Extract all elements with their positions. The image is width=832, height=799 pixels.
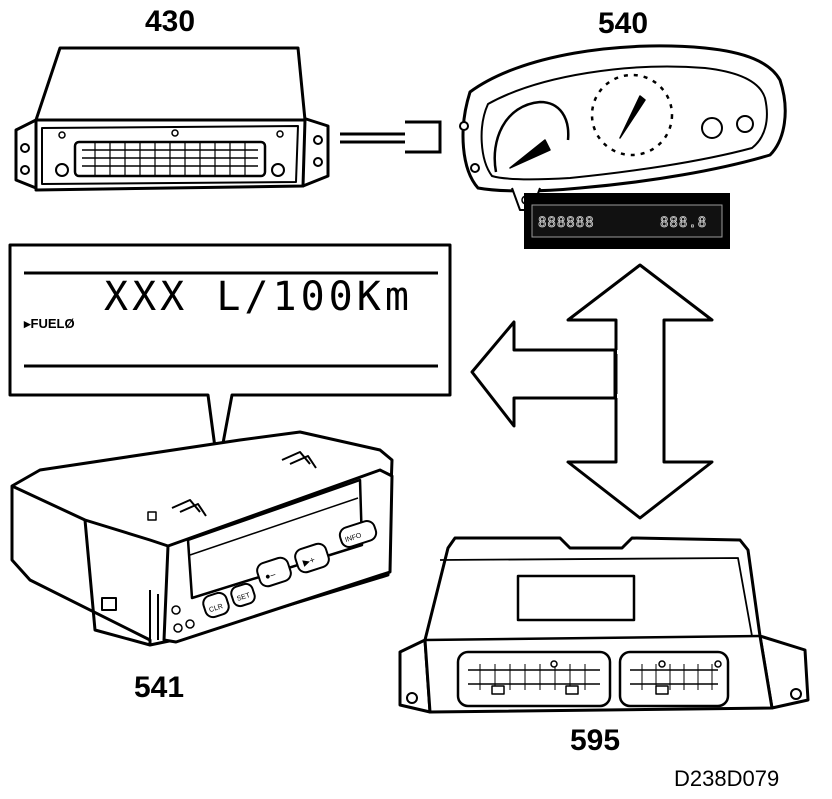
fuel-gauge bbox=[493, 100, 570, 173]
button-clr[interactable] bbox=[201, 591, 231, 619]
ecu-595-label-plate bbox=[516, 574, 636, 622]
display-callout: XXX L/100Km ▸FUELØ bbox=[8, 243, 452, 472]
speedometer-dial bbox=[590, 73, 674, 157]
fuel-consumption-readout: XXX L/100Km bbox=[104, 274, 413, 320]
double-arrow-vertical bbox=[566, 263, 714, 520]
info-display-541: CLR SET ●– ▶+ INFO bbox=[10, 430, 394, 647]
button-set[interactable] bbox=[229, 582, 256, 608]
display-buttons: CLR SET ●– ▶+ INFO bbox=[201, 519, 378, 619]
svg-text:CLR: CLR bbox=[208, 603, 223, 614]
svg-text:SET: SET bbox=[236, 592, 252, 603]
temp-gauge bbox=[701, 117, 723, 139]
menu-item-fuel: ▸FUELØ bbox=[23, 316, 75, 331]
svg-text:INFO: INFO bbox=[344, 532, 363, 544]
cable-plug bbox=[405, 120, 442, 154]
ecu-595 bbox=[398, 536, 810, 714]
callout-frame bbox=[8, 243, 452, 472]
label-595: 595 bbox=[570, 724, 620, 757]
ecu-595-connector-left bbox=[456, 650, 612, 708]
oil-gauge bbox=[736, 115, 754, 133]
communication-arrows bbox=[470, 263, 714, 520]
fuel-gauge-needle bbox=[509, 139, 551, 169]
label-541: 541 bbox=[134, 671, 184, 704]
svg-text:●–: ●– bbox=[264, 569, 277, 582]
readout-left: 888888 bbox=[538, 215, 595, 231]
button-plus[interactable] bbox=[293, 542, 331, 575]
speedometer-needle bbox=[619, 95, 646, 139]
ecu-430 bbox=[14, 46, 330, 192]
signal-cable bbox=[340, 120, 442, 154]
label-540: 540 bbox=[598, 7, 648, 40]
svg-text:▶+: ▶+ bbox=[302, 554, 317, 567]
vent-left-icon bbox=[171, 499, 207, 517]
display-screen bbox=[186, 478, 364, 600]
ecu-430-right-flange bbox=[301, 116, 330, 188]
ecu-430-left-flange bbox=[14, 118, 38, 190]
vent-right-icon bbox=[281, 451, 317, 469]
diagram-code: D238D079 bbox=[674, 766, 779, 791]
instrument-cluster-540 bbox=[459, 44, 787, 211]
ecu-595-connector-right bbox=[618, 650, 730, 708]
button-minus[interactable] bbox=[255, 556, 293, 589]
readout-right: 888.8 bbox=[660, 215, 707, 231]
cluster-readout: 888888 888.8 bbox=[524, 193, 730, 249]
label-430: 430 bbox=[145, 5, 195, 38]
arrow-to-display bbox=[470, 320, 617, 428]
button-info[interactable] bbox=[338, 519, 378, 549]
